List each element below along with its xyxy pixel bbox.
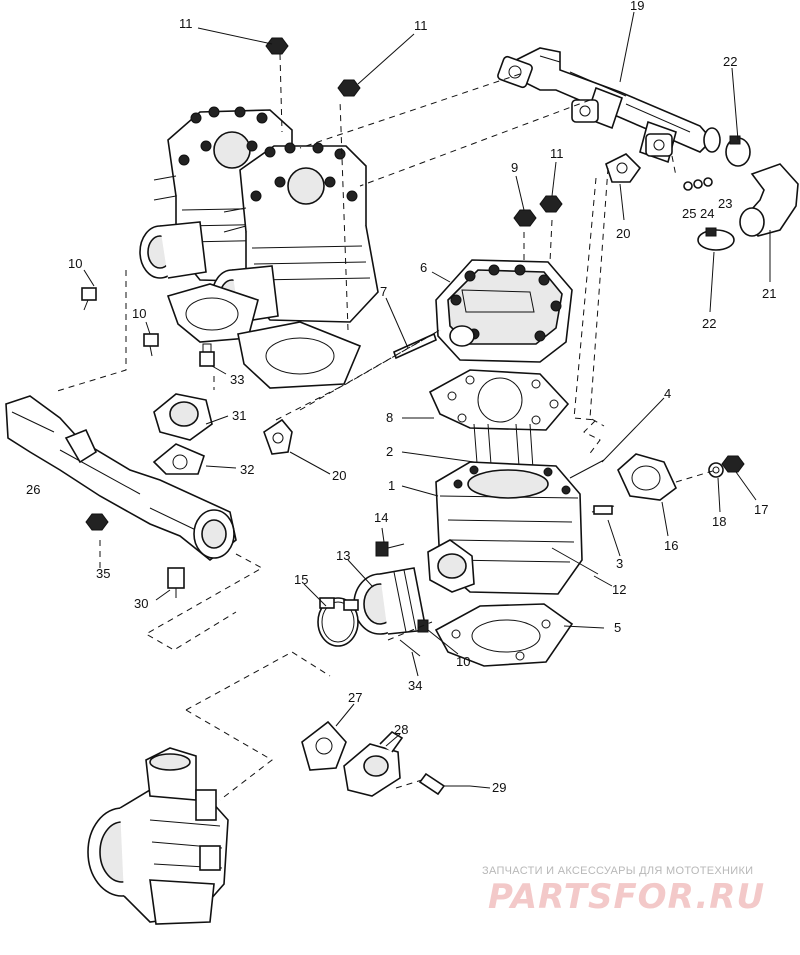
callout-8-head-gasket: 8 (386, 410, 393, 425)
callout-30-sensor: 30 (134, 596, 148, 611)
head-gasket (428, 369, 570, 431)
bolt-14 (375, 541, 405, 557)
callout-24-hardware: 24 (700, 206, 714, 221)
bolt-29 (418, 772, 470, 796)
callout-25-hardware: 25 (682, 206, 696, 221)
cylinder-head (435, 259, 573, 363)
callout-12-stud: 12 (612, 582, 626, 597)
callout-33-fitting: 33 (230, 372, 244, 387)
base-gasket (434, 603, 574, 667)
exhaust-coupler-21 (739, 163, 799, 237)
callout-3-stud: 3 (616, 556, 623, 571)
callout-15-clamp: 15 (294, 572, 308, 587)
intake-clamp (317, 597, 359, 647)
callout-18-washer: 18 (712, 514, 726, 529)
callout-10-fitting: 10 (456, 654, 470, 669)
callout-7-stud: 7 (380, 284, 387, 299)
hardware-23-25 (683, 177, 713, 191)
callout-1-cylinder: 1 (388, 478, 395, 493)
housing-28 (343, 730, 404, 797)
fitting-33 (199, 343, 215, 367)
callout-20-gasket: 20 (616, 226, 630, 241)
watermark-tagline: ЗАПЧАСТИ И АКСЕССУАРЫ ДЛЯ МОТОТЕХНИКИ (482, 865, 753, 877)
callout-32-gasket: 32 (240, 462, 254, 477)
callout-14-bolt: 14 (374, 510, 388, 525)
callout-23-hardware: 23 (718, 196, 732, 211)
callout-20-gasket: 20 (332, 468, 346, 483)
fittings-10 (81, 287, 159, 357)
callout-16-flange: 16 (664, 538, 678, 553)
callout-2-stud: 2 (386, 444, 393, 459)
callout-35-nut: 35 (96, 566, 110, 581)
callout-11-nut: 11 (550, 146, 564, 161)
sensor-30 (167, 567, 185, 598)
callout-leaders (83, 11, 771, 789)
exhaust-flange-16 (617, 453, 677, 501)
watermark-logo: PARTSFOR.RU (488, 877, 765, 917)
callout-29-bolt: 29 (492, 780, 506, 795)
exhaust-gasket-20 (263, 153, 642, 455)
callout-5-base-gasket: 5 (614, 620, 621, 635)
callout-26-intake-manifold: 26 (26, 482, 40, 497)
gasket-32 (152, 443, 205, 475)
callout-10-fitting: 10 (132, 306, 146, 321)
callout-4-stud: 4 (664, 386, 671, 401)
callout-28-housing: 28 (394, 722, 408, 737)
nut-35 (85, 513, 109, 531)
exhaust-clamps-22 (697, 135, 751, 251)
assembly-guide-lines (53, 53, 717, 801)
stud-7 (393, 332, 437, 360)
exhaust-manifold-pipe (497, 47, 721, 164)
nuts-17-18 (708, 455, 745, 478)
head-nuts (265, 37, 563, 227)
callout-labels: 11 11 19 22 9 11 20 25 24 23 21 22 6 7 1… (26, 0, 776, 795)
callout-13-intake-boot: 13 (336, 548, 350, 563)
gasket-27 (301, 720, 347, 771)
callout-22-clamp: 22 (723, 54, 737, 69)
callout-27-gasket: 27 (348, 690, 362, 705)
callout-11-nut: 11 (179, 16, 193, 31)
cylinder-block (427, 423, 615, 595)
callout-11-nut: 11 (414, 18, 428, 33)
intake-manifold (5, 395, 237, 562)
callout-19-exhaust-pipe: 19 (630, 0, 644, 13)
engine-assembly-top (139, 106, 379, 389)
callout-6-cylinder-head: 6 (420, 260, 427, 275)
watermark: ЗАПЧАСТИ И АКСЕССУАРЫ ДЛЯ МОТОТЕХНИКИ PA… (482, 865, 765, 917)
callout-9-nut: 9 (511, 160, 518, 175)
callout-17-nut: 17 (754, 502, 768, 517)
callout-10-fitting: 10 (68, 256, 82, 271)
callout-22-clamp: 22 (702, 316, 716, 331)
adapter-31 (153, 393, 213, 441)
carburetor (87, 747, 229, 925)
callout-21-coupler: 21 (762, 286, 776, 301)
callout-34-stud: 34 (408, 678, 422, 693)
callout-31-adapter: 31 (232, 408, 246, 423)
